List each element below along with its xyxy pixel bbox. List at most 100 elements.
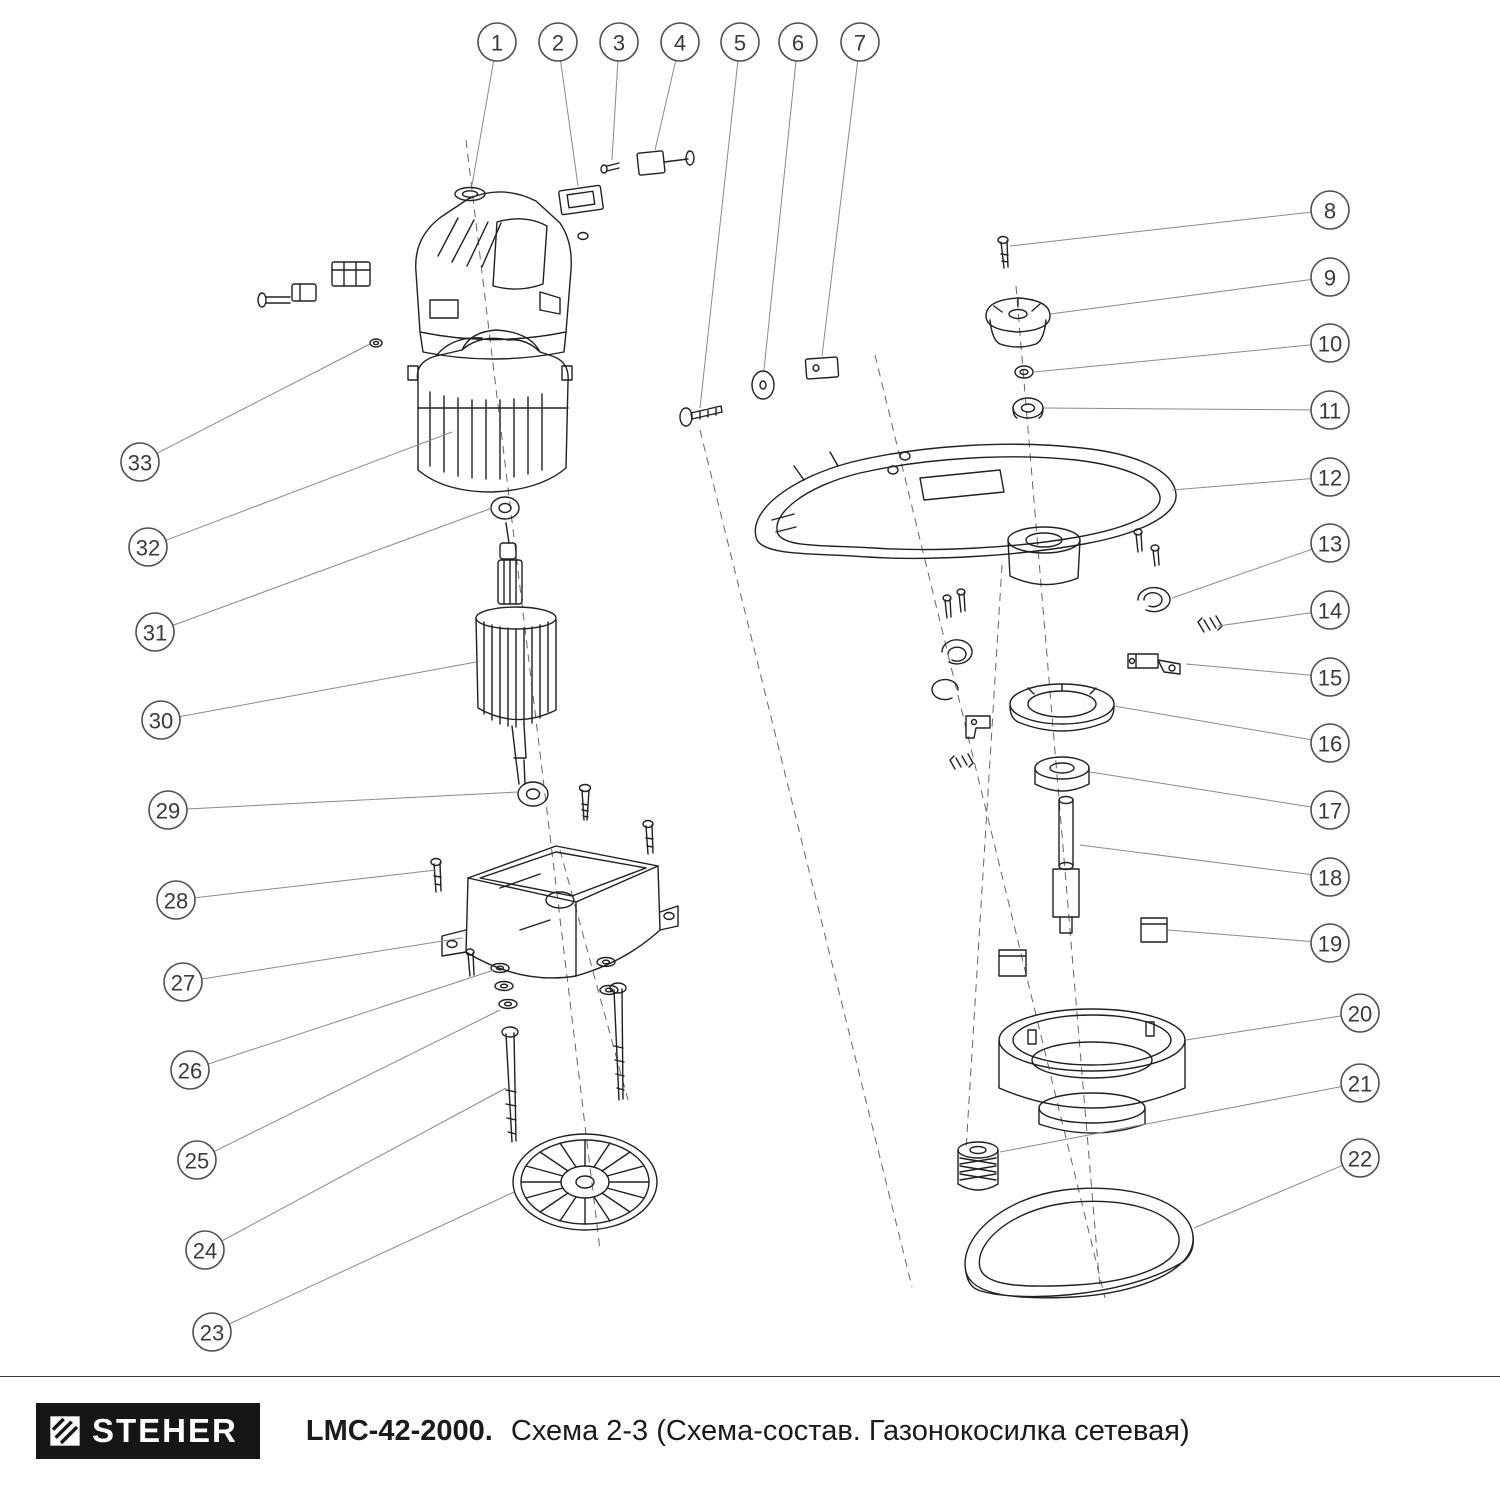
deck-hardware [931,588,991,770]
callout-number: 18 [1318,866,1342,891]
footer-divider [0,1376,1500,1377]
callout-29: 29 [148,790,519,830]
callout-2: 2 [538,22,579,187]
callout-number: 26 [178,1059,202,1084]
callout-number: 6 [792,31,804,56]
callout-10: 10 [1033,323,1350,373]
callout-circle [1340,1063,1380,1103]
spool [957,1141,999,1191]
callout-30: 30 [141,661,477,740]
callout-circle [128,527,168,567]
callout-circle [1310,790,1350,830]
callout-33: 33 [120,343,371,482]
leader-line [560,60,579,187]
callout-number: 4 [674,31,686,56]
callout-number: 11 [1319,399,1342,424]
callout-4: 4 [654,22,700,151]
callout-circle [1310,657,1350,697]
callout-31: 31 [135,507,493,652]
leader-line [999,1086,1342,1153]
leader-line [654,60,677,151]
callout-8: 8 [1009,190,1350,247]
callout-number: 5 [734,31,746,56]
callout-number: 3 [613,31,625,56]
callout-number: 7 [854,31,866,56]
callout-number: 32 [136,536,160,561]
callout-28: 28 [156,869,437,920]
washers [490,956,619,1010]
callout-18: 18 [1079,844,1350,897]
key-plates [998,917,1168,977]
callout-3: 3 [599,22,639,161]
callout-number: 21 [1348,1072,1372,1097]
steher-logo-mark-icon [50,1416,80,1446]
footer: STEHER LMC-42-2000. Схема 2-3 (Схема-сос… [0,1376,1500,1459]
callout-27: 27 [163,937,463,1002]
callout-circle [538,22,578,62]
lock-nut [369,338,383,348]
callout-16: 16 [1113,705,1350,763]
armature [475,522,557,785]
base-screws [430,819,654,977]
callout-number: 33 [128,451,152,476]
callout-20: 20 [1185,993,1380,1041]
callout-circle [599,22,639,62]
leader-line [699,60,739,409]
callout-circle [1310,923,1350,963]
leader-line [1089,771,1312,808]
callout-number: 29 [156,799,180,824]
brand-name: STEHER [92,1412,238,1449]
callout-circle [1310,323,1350,363]
callout-24: 24 [185,1087,507,1270]
leader-line [1185,663,1312,676]
height-knob [985,297,1051,348]
spool-housing [998,1008,1186,1134]
callout-number: 8 [1324,199,1336,224]
leader-line [1217,612,1312,627]
stator [407,329,573,493]
callout-17: 17 [1089,771,1350,830]
callout-circle [192,1312,232,1352]
callout-circle [1310,723,1350,763]
callout-circle [1310,457,1350,497]
callout-19: 19 [1167,923,1350,963]
callout-5: 5 [699,22,760,409]
leader-line [1079,844,1312,876]
callout-circle [1310,390,1350,430]
callout-number: 20 [1348,1002,1372,1027]
leader-line [207,969,495,1065]
leader-line [821,60,859,357]
leader-line [156,343,371,454]
callout-12: 12 [1171,457,1350,497]
leader-line [1113,705,1312,741]
leader-line [221,1087,507,1242]
leader-line [194,869,437,899]
knob-washer [1014,365,1034,379]
callout-number: 16 [1318,732,1342,757]
long-bolts [501,982,627,1143]
callout-number: 12 [1318,466,1342,491]
callout-number: 19 [1318,932,1342,957]
brush-assembly [257,261,371,308]
callout-circle [840,22,880,62]
callout-circle [477,22,517,62]
leader-line [165,431,453,541]
spindle-shaft [1052,795,1080,934]
leader-line [172,507,493,626]
callout-circle [135,612,175,652]
motor-base [441,845,679,979]
callout-15: 15 [1185,657,1350,697]
callout-number: 2 [552,31,564,56]
leader-line [228,1191,515,1325]
callout-21: 21 [999,1063,1380,1153]
leader-line [1193,1164,1343,1229]
leader-line [1049,279,1312,315]
callout-number: 17 [1318,799,1342,824]
callout-circle [141,700,181,740]
callout-6: 6 [763,22,818,371]
callout-number: 27 [171,971,195,996]
callout-1: 1 [471,22,517,186]
switch-parts [558,150,695,241]
leader-line [1167,929,1312,942]
callout-13: 13 [1171,523,1350,599]
